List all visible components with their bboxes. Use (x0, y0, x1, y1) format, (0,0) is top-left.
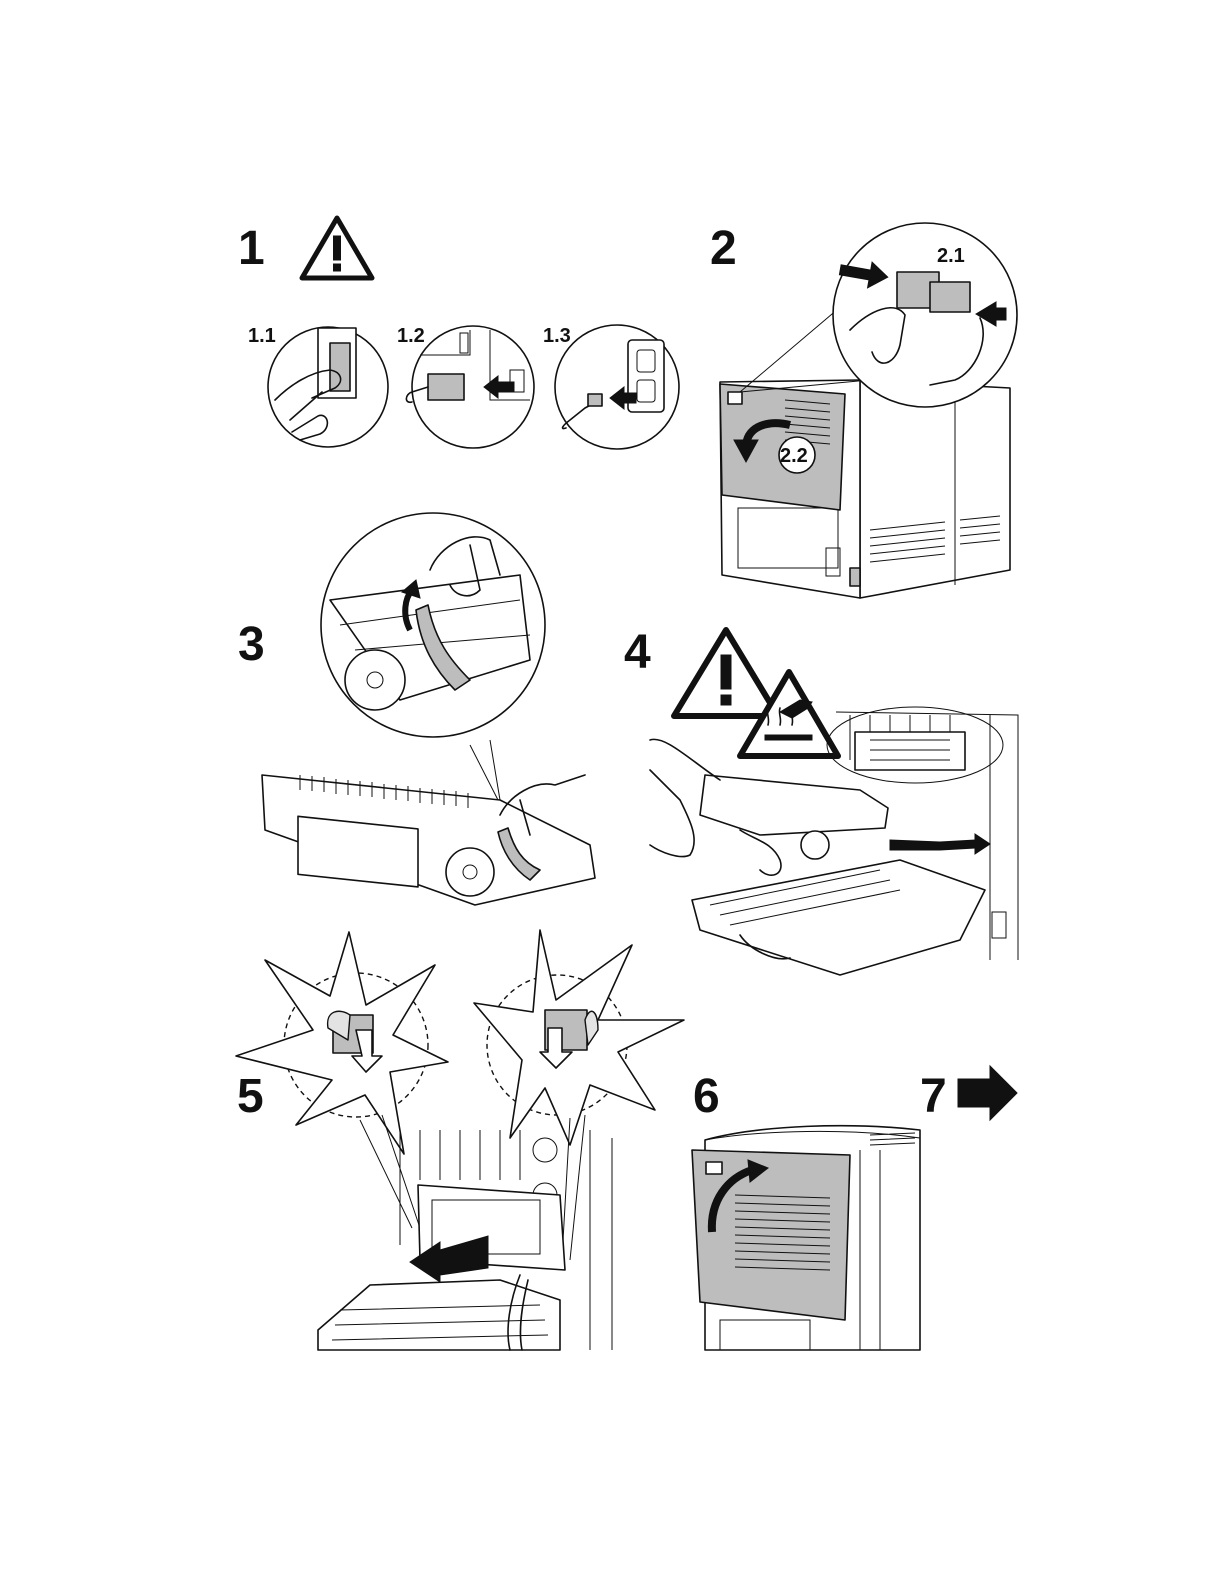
step-3: 3 (238, 513, 595, 905)
open-rear-door (692, 860, 985, 975)
step-6: 6 (692, 1070, 920, 1350)
step-2-number: 2 (710, 222, 737, 275)
power-switch-detail (268, 327, 388, 447)
step-2: 2 2.2 (710, 222, 1017, 598)
rear-cover (692, 1150, 850, 1320)
step-4: 4 (624, 626, 1018, 975)
step-7-number: 7 (920, 1070, 947, 1123)
step-5: 5 (236, 930, 684, 1350)
step-4-number: 4 (624, 626, 651, 679)
tape-removal-detail (321, 513, 545, 737)
cover-latch (706, 1162, 722, 1174)
step-2-1-label: 2.1 (937, 245, 965, 267)
right-latch-click-detail (474, 930, 684, 1145)
step-5-number: 5 (237, 1070, 264, 1123)
step-2-2-label: 2.2 (780, 445, 808, 467)
cover-latch (728, 392, 742, 404)
step-6-number: 6 (693, 1070, 720, 1123)
step-1-2-label: 1.2 (397, 325, 425, 347)
right-arrow-icon (958, 1066, 1017, 1120)
power-cord-printer-detail (406, 326, 534, 448)
step-1: 1 1.1 1.2 1.3 (238, 218, 679, 449)
left-latch-click-detail (236, 932, 448, 1154)
step-1-1-label: 1.1 (248, 325, 276, 347)
fuser-unit (262, 775, 595, 905)
printer-close-cover (692, 1126, 920, 1350)
step-7: 7 (920, 1066, 1017, 1123)
insert-arrow-icon (975, 834, 990, 854)
warning-triangle-icon (674, 630, 778, 716)
warning-triangle-icon (302, 218, 372, 278)
step-1-3-label: 1.3 (543, 325, 571, 347)
power-cord-outlet-detail (555, 325, 679, 449)
step-1-number: 1 (238, 222, 265, 275)
latch-squeeze-detail: 2.1 (833, 223, 1017, 407)
printer-rear-view: 2.2 (720, 380, 1010, 598)
step-3-number: 3 (238, 618, 265, 671)
